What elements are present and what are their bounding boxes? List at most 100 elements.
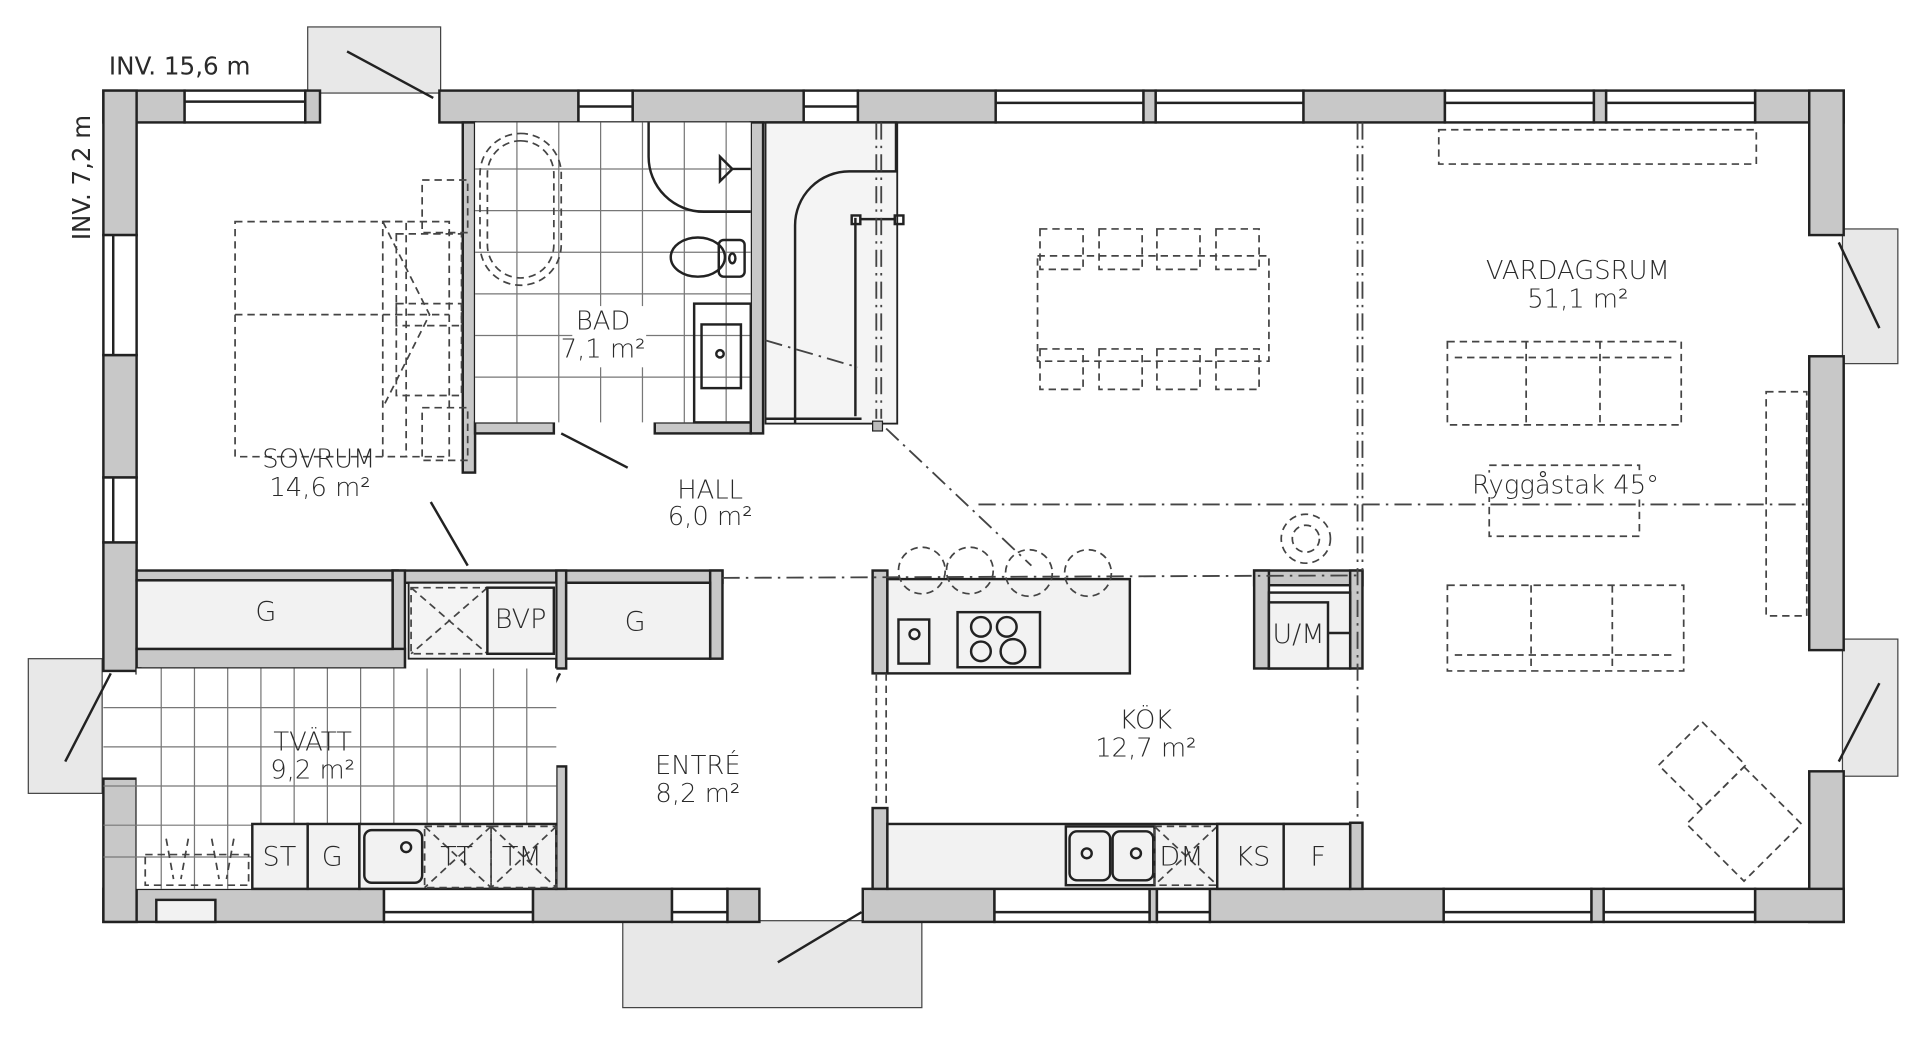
- door-leaf: [777, 911, 863, 964]
- wall: [1592, 89, 1608, 124]
- exterior-steps: [27, 26, 1899, 1009]
- bar-stool: [1063, 548, 1113, 598]
- chair: [1039, 228, 1084, 271]
- window: [993, 887, 1151, 924]
- chair: [1215, 228, 1260, 271]
- room-area-kok: 12,7 m²: [1095, 734, 1196, 764]
- wall: [653, 421, 753, 435]
- labels: INV. 15,6 m INV. 7,2 m SOVRUM 14,6 m² BA…: [67, 52, 1670, 873]
- step-top-bedroom: [307, 26, 442, 94]
- room-name-entre: ENTRÉ: [655, 749, 741, 781]
- armchair: [1685, 765, 1803, 883]
- door-leaf: [429, 501, 469, 567]
- wall: [708, 569, 724, 660]
- wall: [861, 887, 996, 924]
- coffee-table: [1488, 464, 1641, 538]
- wall: [555, 569, 568, 670]
- cabinet-st: [251, 822, 309, 891]
- bathtub: [479, 132, 563, 287]
- chair: [1156, 348, 1201, 391]
- room-area-bad: 7,1 m²: [561, 335, 646, 365]
- toilet-icon: [669, 236, 727, 278]
- island-sink: [897, 618, 931, 665]
- dryer: [423, 825, 492, 889]
- armchair-footstool: [1657, 720, 1747, 810]
- vent: [155, 898, 217, 924]
- drying-rack: [144, 853, 250, 887]
- wall: [135, 569, 399, 582]
- roof-annotation: Ryggåstak 45°: [1472, 469, 1659, 500]
- wall: [1590, 887, 1605, 924]
- room-name-sovrum: SOVRUM: [262, 445, 375, 475]
- label-heat-pump: BVP: [495, 604, 547, 635]
- bathtub-inner: [486, 139, 555, 279]
- room-name-hall: HALL: [677, 475, 743, 505]
- window: [1442, 887, 1593, 924]
- bedroom-furniture: [234, 179, 469, 462]
- window: [1602, 887, 1757, 924]
- label-fridge: KS: [1235, 842, 1270, 873]
- room-name-tvatt: TVÄTT: [273, 726, 352, 758]
- wall: [749, 121, 765, 435]
- depth-dimension: INV. 7,2 m: [67, 115, 96, 240]
- nightstand: [421, 179, 469, 234]
- chair: [1098, 228, 1144, 271]
- door-leaf: [1837, 241, 1881, 329]
- label-dishwasher: DM: [1159, 842, 1203, 873]
- wall: [102, 353, 138, 479]
- room-area-entre: 8,2 m²: [655, 779, 740, 809]
- wall: [1142, 89, 1157, 124]
- shower-screen: [647, 122, 751, 214]
- wall: [473, 421, 556, 435]
- exterior-doors: [64, 50, 1881, 964]
- window: [382, 887, 535, 924]
- wall: [871, 569, 889, 675]
- wall: [304, 89, 322, 124]
- heat-pump-space: [410, 586, 489, 655]
- wall: [102, 89, 138, 237]
- label-dryer: TT: [440, 842, 473, 873]
- door-leaf: [346, 50, 434, 100]
- wall: [631, 89, 805, 124]
- shower-head-icon: [718, 153, 735, 185]
- bar-stool: [897, 546, 947, 595]
- wall: [1808, 355, 1845, 652]
- window: [1443, 89, 1596, 124]
- window: [670, 887, 729, 924]
- staircase: [764, 121, 905, 432]
- label-g: G: [322, 842, 343, 873]
- wall: [102, 777, 138, 924]
- windows: [102, 89, 1757, 924]
- bench: [1765, 390, 1808, 617]
- wardrobe-left: [135, 579, 394, 651]
- window: [183, 89, 307, 124]
- wall: [438, 89, 580, 124]
- chair: [1039, 348, 1084, 391]
- wall: [1208, 887, 1445, 924]
- window: [102, 476, 138, 544]
- cooktop: [956, 610, 1042, 669]
- wall: [1252, 569, 1271, 670]
- kitchen-island: [886, 577, 1132, 675]
- wall: [461, 121, 477, 474]
- label-wardrobe-left: G: [255, 597, 276, 628]
- room-name-bad: BAD: [576, 306, 630, 336]
- room-name-kok: KÖK: [1119, 704, 1172, 736]
- bathroom: [475, 122, 752, 424]
- window: [1155, 887, 1212, 924]
- width-dimension: INV. 15,6 m: [109, 52, 251, 81]
- chair: [1215, 348, 1260, 391]
- nightstand: [421, 406, 469, 462]
- wall: [1252, 569, 1364, 587]
- bar-stool: [945, 546, 995, 595]
- wall: [135, 647, 407, 670]
- room-area-hall: 6,0 m²: [668, 502, 753, 532]
- window: [1604, 89, 1757, 124]
- wall: [531, 887, 674, 924]
- bed: [234, 220, 408, 458]
- wall: [102, 887, 386, 924]
- sideboard: [1437, 128, 1758, 165]
- step-right-lower: [1841, 638, 1899, 777]
- utility-sink: [363, 828, 424, 884]
